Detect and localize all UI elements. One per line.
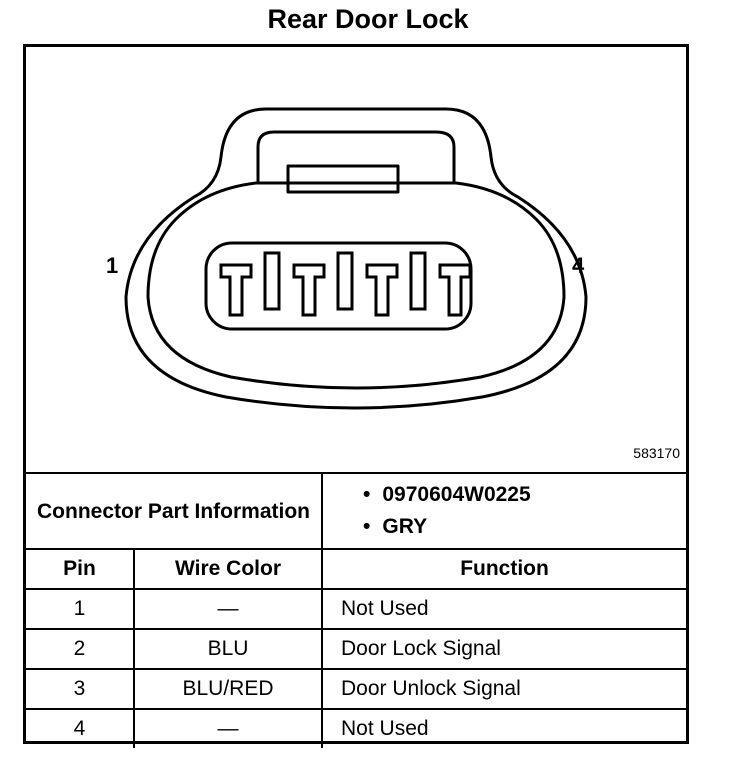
- terminal-3: [365, 263, 399, 317]
- function-cell: Door Unlock Signal: [321, 668, 687, 710]
- page-title: Rear Door Lock: [267, 4, 469, 34]
- pin-cell: 1: [26, 588, 135, 630]
- connector-diagram: 1 4 583170: [26, 47, 686, 472]
- separator-1: [263, 251, 281, 311]
- connector-face-drawing: [124, 107, 588, 410]
- wire-color-cell: —: [132, 708, 324, 748]
- separator-2: [336, 251, 354, 311]
- header-wire-color: Wire Color: [132, 548, 324, 590]
- diagram-frame: 1 4 583170 Connector Part Information 09…: [23, 44, 689, 748]
- function-cell: Not Used: [321, 588, 687, 630]
- function-cell: Not Used: [321, 708, 687, 748]
- header-function: Function: [321, 548, 687, 590]
- table-row: 1 — Not Used: [26, 588, 687, 630]
- wire-color-cell: —: [132, 588, 324, 630]
- connector-info-row: Connector Part Information 0970604W0225 …: [26, 472, 687, 550]
- table-row: 4 — Not Used: [26, 708, 687, 748]
- function-cell: Door Lock Signal: [321, 628, 687, 670]
- connector-info-label: Connector Part Information: [26, 472, 324, 550]
- header-pin: Pin: [26, 548, 135, 590]
- terminal-cavity: [204, 241, 473, 331]
- latch-bar: [286, 164, 400, 194]
- terminal-1: [219, 263, 253, 317]
- diagram-part-code: 583170: [633, 445, 680, 461]
- connector-color: GRY: [363, 511, 686, 543]
- connector-part-number: 0970604W0225: [363, 479, 686, 511]
- connector-inner-housing: [146, 181, 566, 390]
- separator-3: [409, 251, 427, 311]
- wire-color-cell: BLU: [132, 628, 324, 670]
- connector-outer-housing: [124, 107, 588, 410]
- latch-inner-outline: [256, 130, 456, 183]
- table-header-row: Pin Wire Color Function: [26, 548, 687, 590]
- terminal-2: [292, 263, 326, 317]
- pin-cell: 2: [26, 628, 135, 670]
- table-row: 2 BLU Door Lock Signal: [26, 628, 687, 670]
- wire-color-cell: BLU/RED: [132, 668, 324, 710]
- terminal-4: [438, 263, 472, 317]
- table-row: 3 BLU/RED Door Unlock Signal: [26, 668, 687, 710]
- pin-label-right: 4: [572, 253, 585, 278]
- pin-cell: 3: [26, 668, 135, 710]
- pin-cell: 4: [26, 708, 135, 748]
- connector-table: Connector Part Information 0970604W0225 …: [26, 472, 687, 748]
- connector-info-list: 0970604W0225 GRY: [321, 472, 687, 550]
- pin-label-left: 1: [106, 253, 119, 278]
